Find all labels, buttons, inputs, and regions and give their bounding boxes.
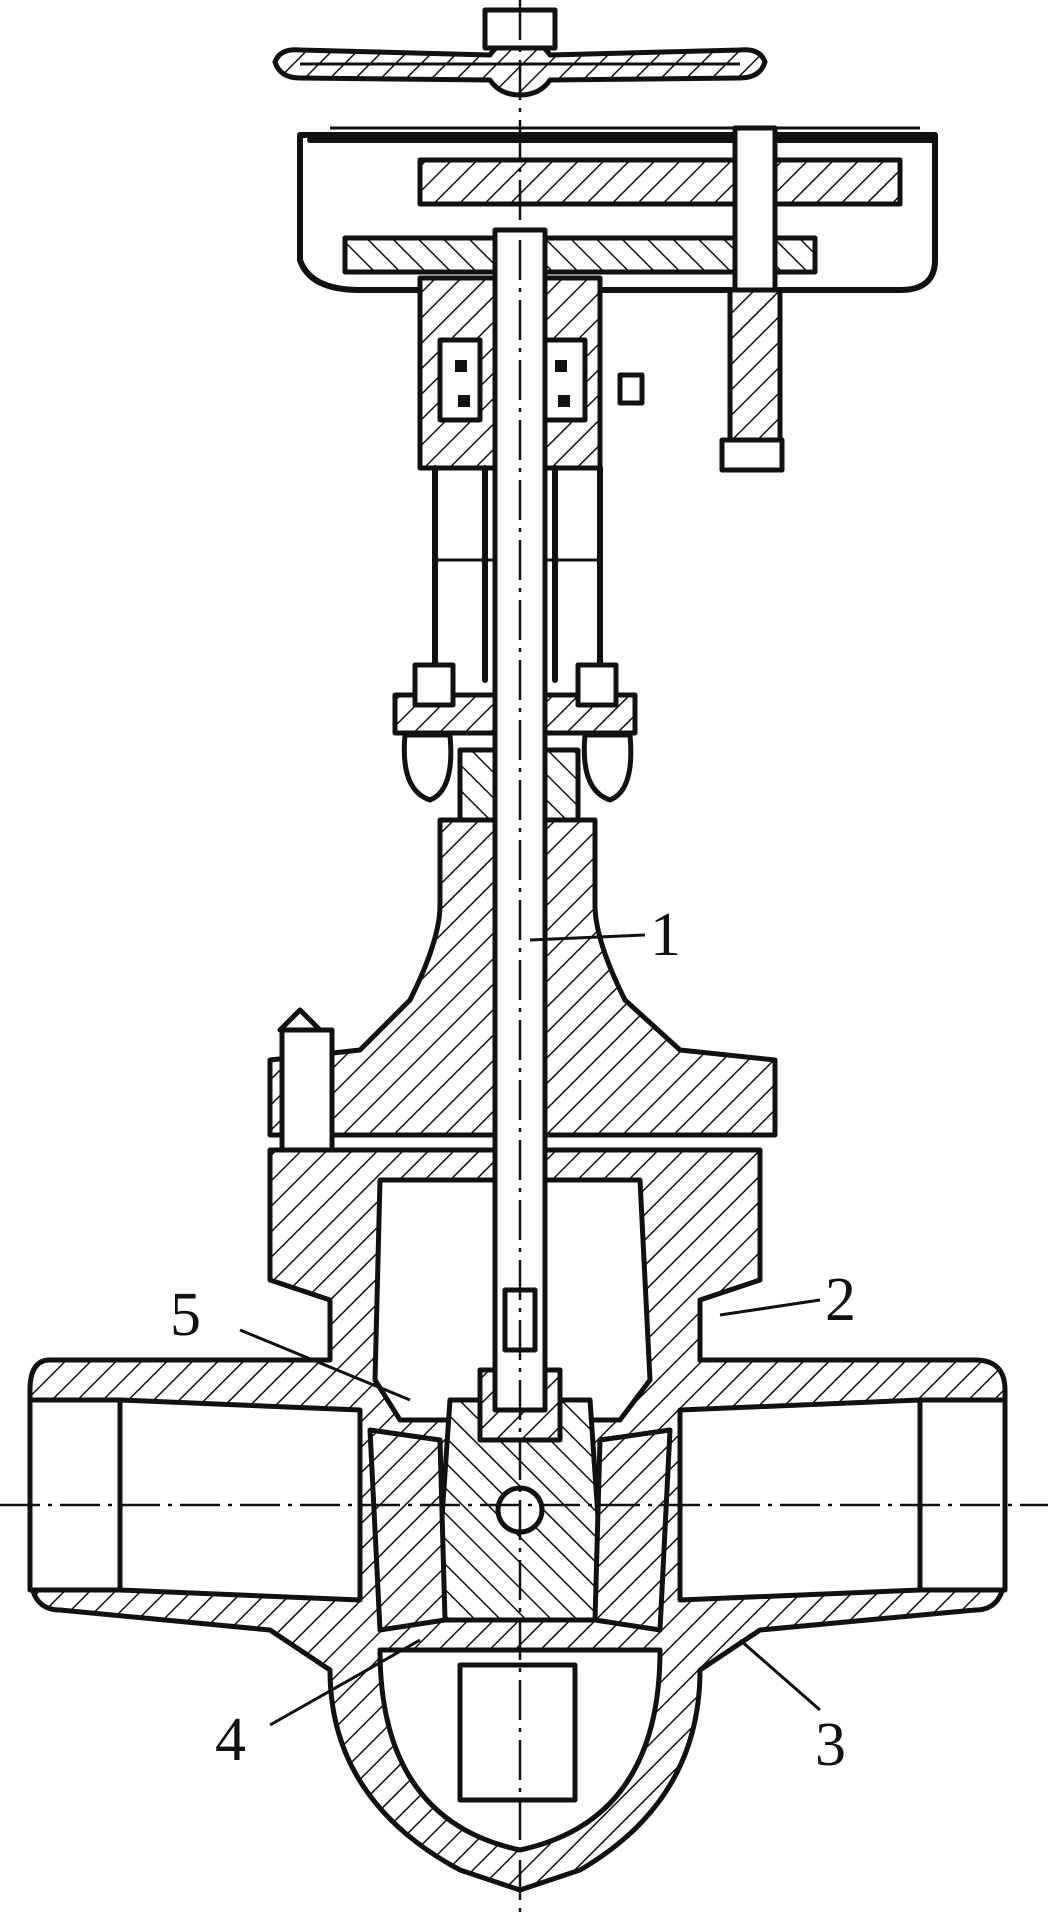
callout-4: 4	[215, 1706, 246, 1774]
leader-1	[529, 933, 646, 942]
leader-5	[239, 1328, 411, 1402]
gearbox	[297, 125, 938, 473]
leader-2	[719, 1298, 821, 1317]
callout-3: 3	[815, 1711, 846, 1779]
leader-4	[269, 1638, 421, 1727]
callout-1: 1	[650, 901, 681, 969]
yoke	[432, 465, 603, 683]
callout-2: 2	[825, 1266, 856, 1334]
callout-5: 5	[170, 1281, 201, 1349]
leader-3	[739, 1638, 821, 1712]
